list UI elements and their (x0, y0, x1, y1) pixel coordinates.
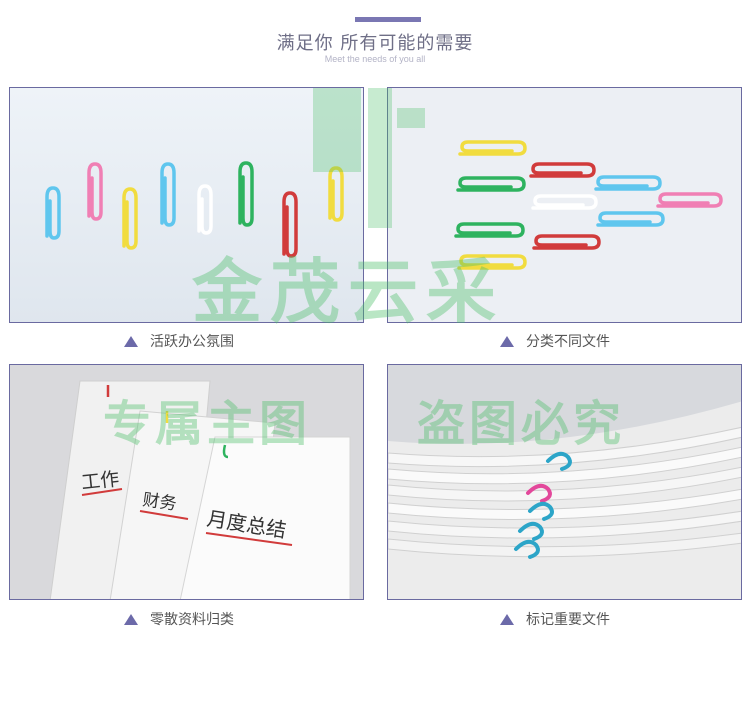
paperclip-red-h (529, 162, 596, 178)
paperclip-red (282, 191, 298, 258)
triangle-icon (500, 614, 514, 625)
paperclip-pink-stack (526, 483, 552, 503)
heading-accent-bar (355, 17, 421, 22)
photo-mark-important-files (387, 364, 742, 600)
paperclip-blue-stack-4 (514, 539, 540, 559)
paperclip-blue-h-2 (596, 211, 665, 227)
paperclip-pink (87, 162, 103, 221)
paperclip-pink-h (656, 192, 723, 208)
page-title: 满足你 所有可能的需要 (276, 33, 474, 54)
paperclip-green (238, 161, 254, 227)
paperclip-yellow (122, 187, 138, 250)
paperclip-yellow-2 (328, 166, 344, 222)
photo-sort-files (387, 87, 742, 323)
paper-label-finance: 财务 (141, 490, 177, 515)
paperclip-yellow-h-2 (457, 254, 527, 270)
caption-text: 标记重要文件 (526, 612, 610, 628)
paperclip-green-h (456, 176, 526, 192)
triangle-icon (124, 336, 138, 347)
paperclip-white-h (531, 194, 598, 210)
photo-organize-documents: 工作 财务 月度总结 (9, 364, 364, 600)
photo-office-atmosphere (9, 87, 364, 323)
paperclip-blue-h (594, 175, 662, 191)
paperclip-white (197, 184, 213, 235)
caption-organize-documents: 零散资料归类 (124, 609, 234, 629)
paper-label-work: 工作 (80, 468, 120, 494)
paperclip-blue-stack-2 (528, 501, 554, 521)
caption-mark-important-files: 标记重要文件 (500, 609, 610, 629)
caption-office-atmosphere: 活跃办公氛围 (124, 331, 234, 351)
triangle-icon (500, 336, 514, 347)
caption-text: 活跃办公氛围 (150, 334, 234, 350)
paperclip-yellow-h (458, 140, 527, 156)
page-subtitle: Meet the needs of you all (324, 54, 426, 64)
paperclip-blue-stack-1 (546, 451, 572, 471)
paperclip-blue-2 (160, 162, 176, 227)
paperclip-blue-stack-3 (518, 521, 544, 541)
paperclip-blue (45, 186, 61, 240)
caption-sort-files: 分类不同文件 (500, 331, 610, 351)
caption-text: 零散资料归类 (150, 612, 234, 628)
caption-text: 分类不同文件 (526, 334, 610, 350)
paperclip-red-h-2 (532, 234, 601, 250)
triangle-icon (124, 614, 138, 625)
paperclip-green-h-2 (454, 222, 525, 238)
